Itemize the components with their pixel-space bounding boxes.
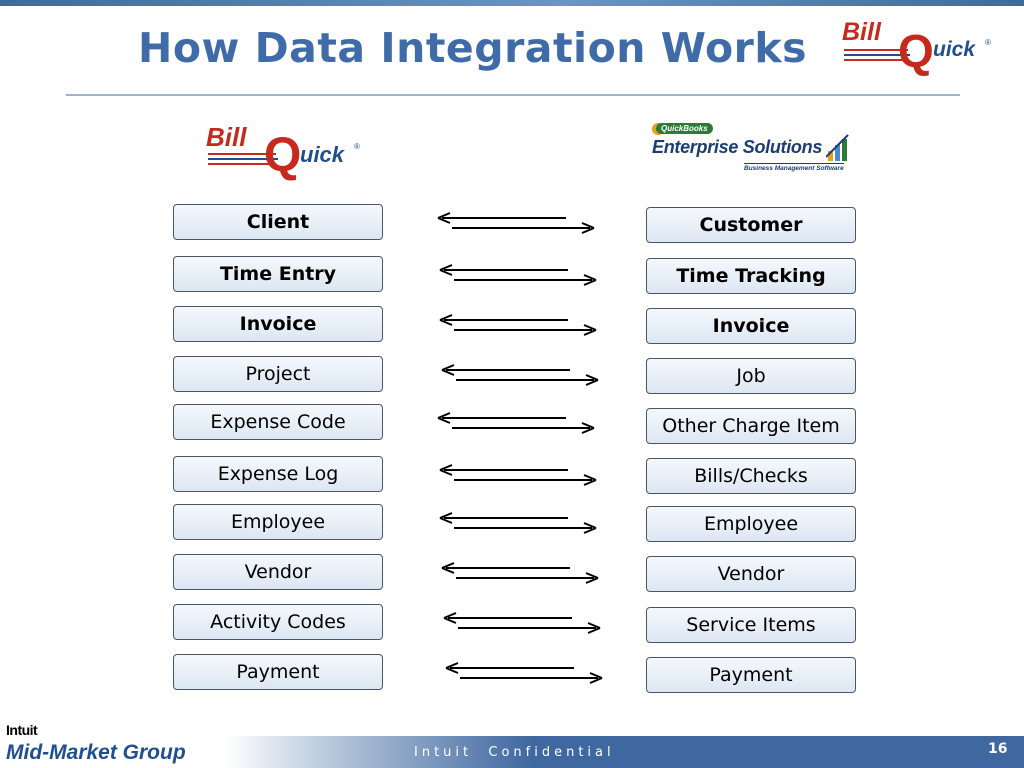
bar-chart-icon bbox=[826, 134, 849, 161]
bidirectional-arrow-icon bbox=[445, 662, 603, 684]
billquick-entity-box: Expense Log bbox=[173, 456, 383, 492]
logo-registered-mark: ® bbox=[985, 38, 991, 47]
top-accent-bar bbox=[0, 0, 1024, 6]
logo-quick-text: uick bbox=[933, 38, 976, 61]
bidirectional-arrow-icon bbox=[439, 264, 597, 286]
billquick-entity-box: Time Entry bbox=[173, 256, 383, 292]
intuit-logo: Intuit bbox=[6, 722, 38, 738]
title-divider bbox=[66, 94, 960, 96]
logo-registered-mark: ® bbox=[354, 142, 360, 151]
quickbooks-entity-box: Service Items bbox=[646, 607, 856, 643]
billquick-entity-box: Activity Codes bbox=[173, 604, 383, 640]
quickbooks-entity-box: Other Charge Item bbox=[646, 408, 856, 444]
quickbooks-entity-box: Invoice bbox=[646, 308, 856, 344]
business-software-tagline: Business Management Software bbox=[744, 163, 844, 172]
logo-bill-text: Bill bbox=[842, 18, 881, 46]
logo-swoosh-icon bbox=[208, 153, 278, 165]
logo-q-text: Q bbox=[264, 129, 302, 182]
quickbooks-entity-box: Bills/Checks bbox=[646, 458, 856, 494]
confidential-notice: Intuit Confidential bbox=[414, 745, 615, 760]
billquick-entity-box: Payment bbox=[173, 654, 383, 690]
quickbooks-entity-box: Job bbox=[646, 358, 856, 394]
logo-swoosh-icon bbox=[844, 49, 910, 61]
quickbooks-entity-box: Employee bbox=[646, 506, 856, 542]
bidirectional-arrow-icon bbox=[443, 612, 601, 634]
quickbooks-entity-box: Customer bbox=[646, 207, 856, 243]
billquick-entity-box: Vendor bbox=[173, 554, 383, 590]
bidirectional-arrow-icon bbox=[439, 512, 597, 534]
bidirectional-arrow-icon bbox=[439, 314, 597, 336]
billquick-entity-box: Client bbox=[173, 204, 383, 240]
quickbooks-entity-box: Vendor bbox=[646, 556, 856, 592]
bidirectional-arrow-icon bbox=[441, 562, 599, 584]
billquick-logo: Bill Q uick ® bbox=[206, 122, 361, 184]
enterprise-solutions-text: Enterprise Solutions bbox=[652, 137, 823, 157]
logo-bill-text: Bill bbox=[206, 122, 247, 152]
logo-q-text: Q bbox=[898, 25, 934, 77]
bidirectional-arrow-icon bbox=[439, 464, 597, 486]
logo-quick-text: uick bbox=[300, 142, 345, 167]
quickbooks-entity-box: Payment bbox=[646, 657, 856, 693]
billquick-entity-box: Invoice bbox=[173, 306, 383, 342]
bidirectional-arrow-icon bbox=[441, 364, 599, 386]
slide-title: How Data Integration Works bbox=[138, 24, 808, 72]
bidirectional-arrow-icon bbox=[437, 412, 595, 434]
bidirectional-arrow-icon bbox=[437, 212, 595, 234]
billquick-entity-box: Project bbox=[173, 356, 383, 392]
billquick-entity-box: Expense Code bbox=[173, 404, 383, 440]
billquick-entity-box: Employee bbox=[173, 504, 383, 540]
mid-market-group-logo: Mid-Market Group bbox=[6, 741, 186, 764]
quickbooks-tag: QuickBooks bbox=[656, 123, 713, 134]
quickbooks-enterprise-logo: QuickBooks Enterprise Solutions Business… bbox=[652, 123, 862, 175]
page-number: 16 bbox=[988, 741, 1008, 757]
footer-bar bbox=[0, 736, 1024, 768]
billquick-logo-header: Bill Q uick ® bbox=[842, 18, 992, 78]
quickbooks-entity-box: Time Tracking bbox=[646, 258, 856, 294]
